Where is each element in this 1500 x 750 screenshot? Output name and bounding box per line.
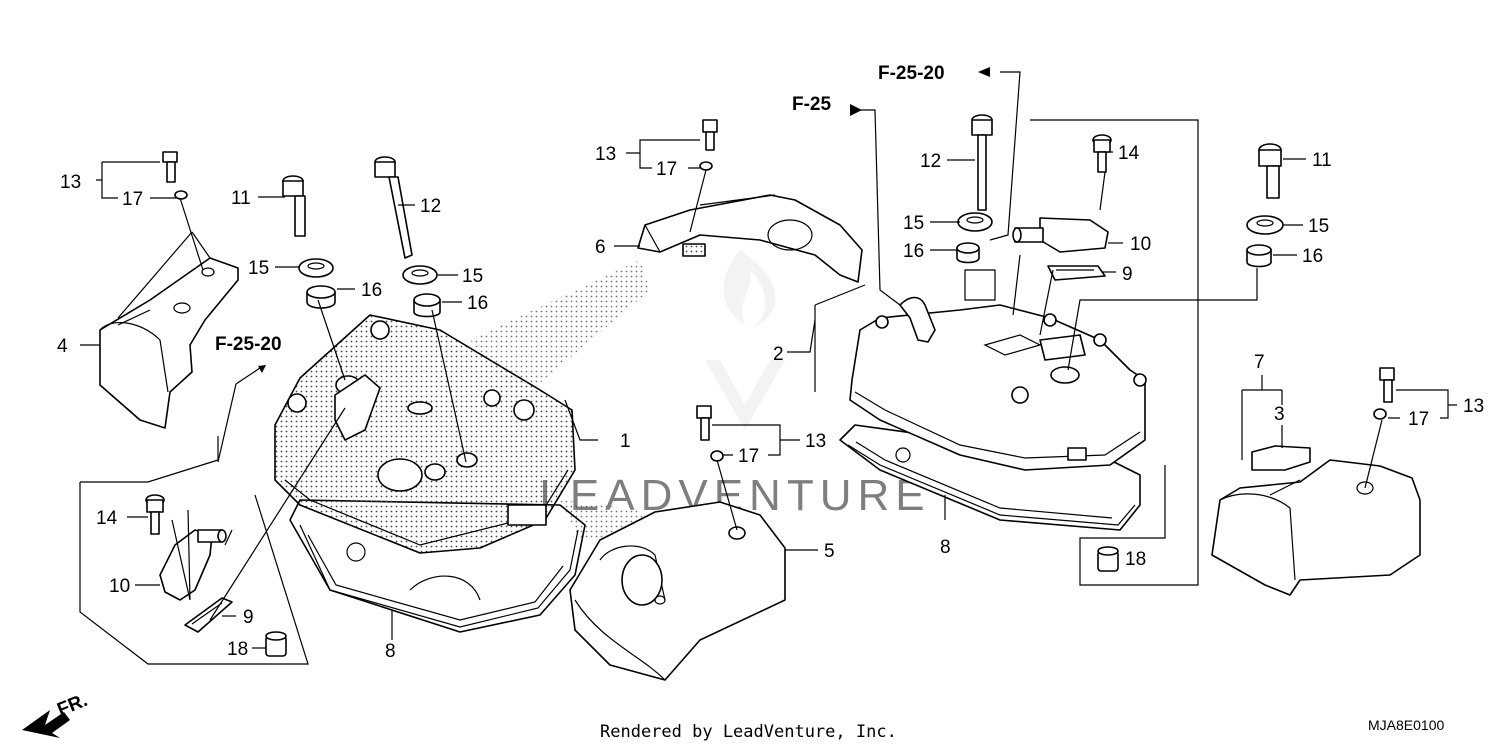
part-11-bolt-right[interactable] xyxy=(1258,143,1282,199)
front-label: FR. xyxy=(54,690,90,721)
callout-15-right-2: 15 xyxy=(1308,216,1329,237)
part-2-right-head-cover[interactable] xyxy=(849,296,1147,471)
callout-13-right: 13 xyxy=(1463,396,1484,417)
callout-15-left-2: 15 xyxy=(462,266,483,287)
part-5-middle-cover[interactable] xyxy=(569,501,786,681)
callout-17-right: 17 xyxy=(1408,409,1429,430)
callout-13-left: 13 xyxy=(60,172,81,193)
callout-17-left: 17 xyxy=(122,189,143,210)
group-outline-left xyxy=(79,436,309,665)
part-13-bolt-top-middle[interactable] xyxy=(699,119,718,171)
part-3-pad[interactable] xyxy=(1251,445,1311,471)
callout-8-right: 8 xyxy=(940,537,951,558)
callout-6: 6 xyxy=(595,237,606,258)
callout-18-left: 18 xyxy=(227,639,248,660)
callout-5: 5 xyxy=(824,541,835,562)
callout-16-right-1: 16 xyxy=(903,241,924,262)
part-12-bolt-right[interactable] xyxy=(971,114,993,211)
leader-lines xyxy=(80,67,1457,649)
callout-15-right-1: 15 xyxy=(903,213,924,234)
group-outline-right xyxy=(814,119,1199,586)
part-16-grommet-left-2[interactable] xyxy=(413,293,441,318)
callout-12-left: 12 xyxy=(420,196,441,217)
callout-16-left-2: 16 xyxy=(467,293,488,314)
callout-16-right-2: 16 xyxy=(1302,246,1323,267)
callout-10-left: 10 xyxy=(109,576,130,597)
callout-9-right: 9 xyxy=(1122,264,1133,285)
callout-3: 3 xyxy=(1274,404,1285,425)
part-15-washer-left-2[interactable] xyxy=(402,265,438,285)
part-11-bolt-left[interactable] xyxy=(282,175,306,237)
part-10-breather-right[interactable] xyxy=(1012,217,1109,253)
callout-16-left-1: 16 xyxy=(361,280,382,301)
part-14-bolt-left[interactable] xyxy=(145,494,165,535)
callout-12-right: 12 xyxy=(920,151,941,172)
callout-9-left: 9 xyxy=(243,607,254,628)
part-16-grommet-right-2[interactable] xyxy=(1246,244,1272,268)
callout-15-left-1: 15 xyxy=(248,258,269,279)
reference-labels: F-25-20 F-25 F-25-20 xyxy=(215,63,945,355)
part-7-right-cover[interactable] xyxy=(1211,459,1421,596)
part-18-dowel-right[interactable] xyxy=(1097,546,1119,572)
callout-17-middle: 17 xyxy=(738,446,759,467)
front-arrow-icon xyxy=(22,710,70,738)
part-16-grommet-left-1[interactable] xyxy=(306,285,336,309)
callout-1: 1 xyxy=(620,431,631,452)
footer-credit: Rendered by LeadVenture, Inc. xyxy=(600,722,897,742)
callout-4: 4 xyxy=(57,336,68,357)
callout-18-right: 18 xyxy=(1125,549,1146,570)
part-15-washer-left-1[interactable] xyxy=(298,258,334,278)
part-14-bolt-right[interactable] xyxy=(1092,134,1112,173)
part-15-washer-right-2[interactable] xyxy=(1246,215,1284,235)
part-9-gasket-left[interactable] xyxy=(184,597,233,633)
callout-8-left: 8 xyxy=(385,641,396,662)
callout-14-right: 14 xyxy=(1118,143,1140,164)
callout-10-right: 10 xyxy=(1130,234,1151,255)
part-16-grommet-right-1[interactable] xyxy=(956,242,980,264)
part-15-washer-right-1[interactable] xyxy=(957,212,993,232)
callout-13-middle: 13 xyxy=(805,431,826,452)
ref-label-left[interactable]: F-25-20 xyxy=(215,334,282,355)
callout-13-top: 13 xyxy=(595,144,616,165)
ref-label-middle[interactable]: F-25 xyxy=(792,94,832,115)
callout-11-left: 11 xyxy=(231,188,251,209)
part-9-gasket-right[interactable] xyxy=(1047,265,1106,281)
callout-7: 7 xyxy=(1254,352,1265,373)
callout-14-left: 14 xyxy=(96,508,118,529)
diagram-code: MJA8E0100 xyxy=(1368,717,1444,733)
callout-11-right: 11 xyxy=(1312,150,1332,171)
part-10-breather-left[interactable] xyxy=(159,529,227,601)
part-13-bolt-right[interactable] xyxy=(1373,367,1395,420)
callout-17-top: 17 xyxy=(656,159,677,180)
part-13-bolt-left-top[interactable] xyxy=(162,151,188,200)
spray-area-left xyxy=(470,260,650,400)
ref-label-top[interactable]: F-25-20 xyxy=(878,63,945,84)
callout-2: 2 xyxy=(773,344,784,365)
part-13-bolt-middle-lower[interactable] xyxy=(696,405,724,462)
part-18-dowel-left[interactable] xyxy=(265,631,287,657)
callout-labels: 1 2 3 4 5 6 7 8 8 9 9 10 10 11 11 12 12 … xyxy=(57,143,1484,662)
part-12-bolt-left[interactable] xyxy=(374,156,413,259)
